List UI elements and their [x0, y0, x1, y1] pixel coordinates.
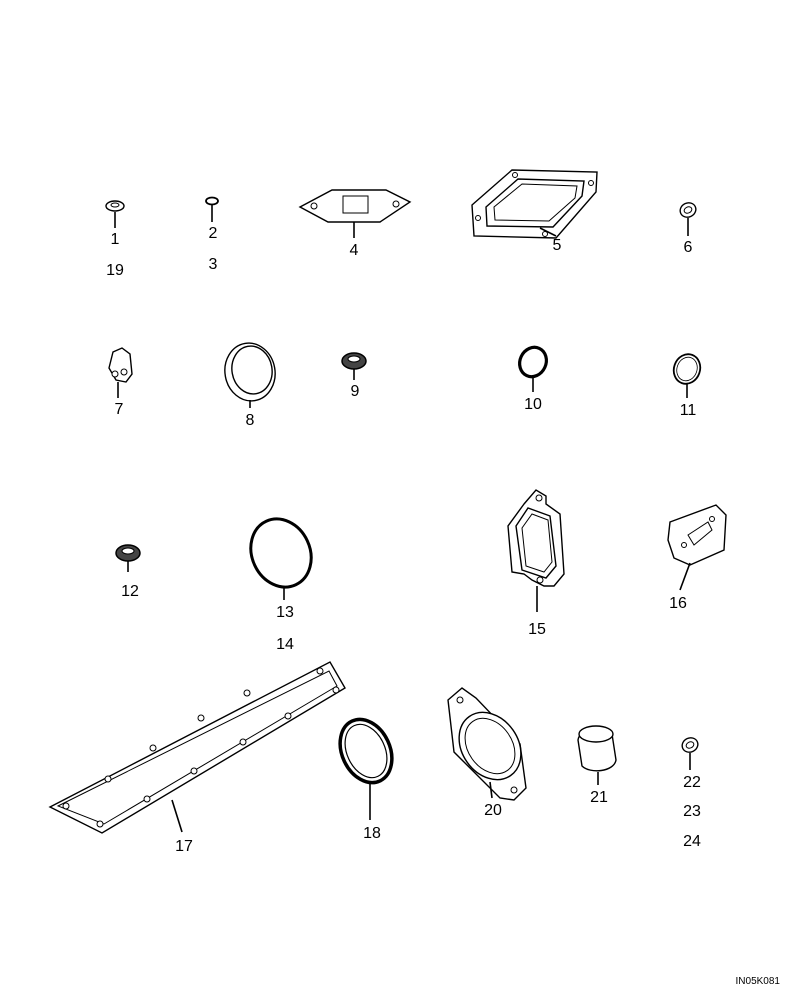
- part-4-flange-gasket: [298, 189, 412, 238]
- callout-23: 23: [683, 803, 701, 820]
- drawing-reference-code: IN05K081: [736, 976, 781, 987]
- callout-20: 20: [484, 802, 502, 819]
- callout-21: 21: [590, 789, 608, 806]
- callout-14: 14: [276, 636, 294, 653]
- callout-19: 19: [106, 262, 124, 279]
- callout-8: 8: [246, 412, 255, 429]
- callout-12: 12: [121, 583, 139, 600]
- callout-4: 4: [350, 242, 359, 259]
- part-21-cup-plug: [577, 725, 617, 785]
- callout-3: 3: [209, 256, 218, 273]
- part-6-washer: [679, 202, 697, 236]
- part-18-seal-ring: [338, 717, 394, 820]
- callout-11: 11: [680, 402, 697, 419]
- part-11-o-ring: [672, 353, 702, 398]
- callout-5: 5: [553, 237, 562, 254]
- part-13-o-ring: [249, 517, 313, 600]
- part-1-washer: [105, 200, 125, 228]
- callout-22: 22: [683, 774, 701, 791]
- callout-18: 18: [363, 825, 381, 842]
- part-9-washer: [341, 352, 367, 380]
- callout-1: 1: [111, 231, 120, 248]
- part-12-washer: [115, 544, 141, 572]
- part-17-cover-gasket: [48, 661, 346, 834]
- part-22-washer: [681, 737, 699, 770]
- callout-17: 17: [175, 838, 193, 855]
- callout-13: 13: [276, 604, 294, 621]
- callout-15: 15: [528, 621, 546, 638]
- callout-10: 10: [524, 396, 542, 413]
- part-8-seal-ring: [224, 342, 276, 408]
- callout-16: 16: [669, 595, 687, 612]
- part-10-o-ring: [518, 345, 548, 392]
- part-16-plate-gasket: [667, 504, 727, 591]
- callout-24: 24: [683, 833, 701, 850]
- part-7-clip: [108, 347, 133, 398]
- part-5-exhaust-gasket: [471, 169, 598, 239]
- callout-9: 9: [351, 383, 360, 400]
- callout-6: 6: [684, 239, 693, 256]
- part-20-flange-gasket: [447, 687, 527, 801]
- callout-2: 2: [209, 225, 218, 242]
- part-2-o-ring: [205, 196, 219, 222]
- callout-7: 7: [115, 401, 124, 418]
- part-15-manifold-gasket: [507, 489, 565, 612]
